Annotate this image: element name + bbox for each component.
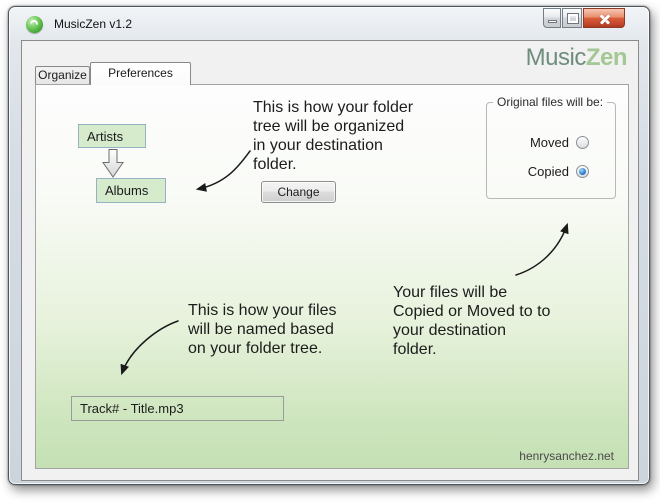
block-down-arrow-icon xyxy=(102,149,124,178)
window-title: MusicZen v1.2 xyxy=(54,16,133,31)
arrow-to-filename-icon xyxy=(120,320,179,376)
change-button[interactable]: Change xyxy=(261,181,336,203)
preferences-page: Artists Albums This is how your folder t… xyxy=(35,84,629,469)
tree-node-albums: Albums xyxy=(96,178,166,203)
radio-copied-selected-icon xyxy=(576,165,589,178)
radio-selected-dot-icon xyxy=(579,168,586,175)
radio-moved-unselected-icon xyxy=(576,136,589,149)
radio-row-copied[interactable]: Copied xyxy=(528,164,589,179)
brand-zen-text: Zen xyxy=(585,44,628,71)
brand-logo: MusicZen xyxy=(525,44,628,72)
arrow-to-albums-icon xyxy=(195,150,251,192)
filename-pattern-field[interactable]: Track# - Title.mp3 xyxy=(71,396,284,421)
minimize-icon xyxy=(548,20,557,23)
title-bar: MusicZen v1.2 xyxy=(9,7,649,40)
copy-move-annotation: Your files will be Copied or Moved to to… xyxy=(393,284,551,358)
zen-swirl-icon xyxy=(28,18,40,30)
app-icon xyxy=(26,16,43,33)
original-files-groupbox: Original files will be: Moved Copied xyxy=(486,95,616,199)
client-area: MusicZen Organize Preferences Artists xyxy=(21,40,639,481)
radio-label-copied: Copied xyxy=(527,164,569,179)
radio-row-moved[interactable]: Moved xyxy=(530,135,589,150)
app-window: MusicZen v1.2 MusicZen Organize Preferen… xyxy=(8,6,650,485)
tree-node-artists: Artists xyxy=(78,124,146,148)
minimize-button[interactable] xyxy=(543,8,561,28)
maximize-button[interactable] xyxy=(562,8,582,28)
website-link[interactable]: henrysanchez.net xyxy=(519,449,614,463)
file-naming-annotation: This is how your files will be named bas… xyxy=(188,302,337,357)
maximize-icon xyxy=(567,13,579,24)
tab-preferences[interactable]: Preferences xyxy=(90,62,191,85)
folder-tree-annotation: This is how your folder tree will be org… xyxy=(253,99,414,173)
tab-organize[interactable]: Organize xyxy=(35,66,90,84)
brand-music-text: Music xyxy=(525,44,587,71)
radio-label-moved: Moved xyxy=(529,135,569,150)
arrow-to-options-icon xyxy=(515,222,569,276)
groupbox-title: Original files will be: xyxy=(493,95,608,109)
close-button[interactable] xyxy=(583,8,625,28)
